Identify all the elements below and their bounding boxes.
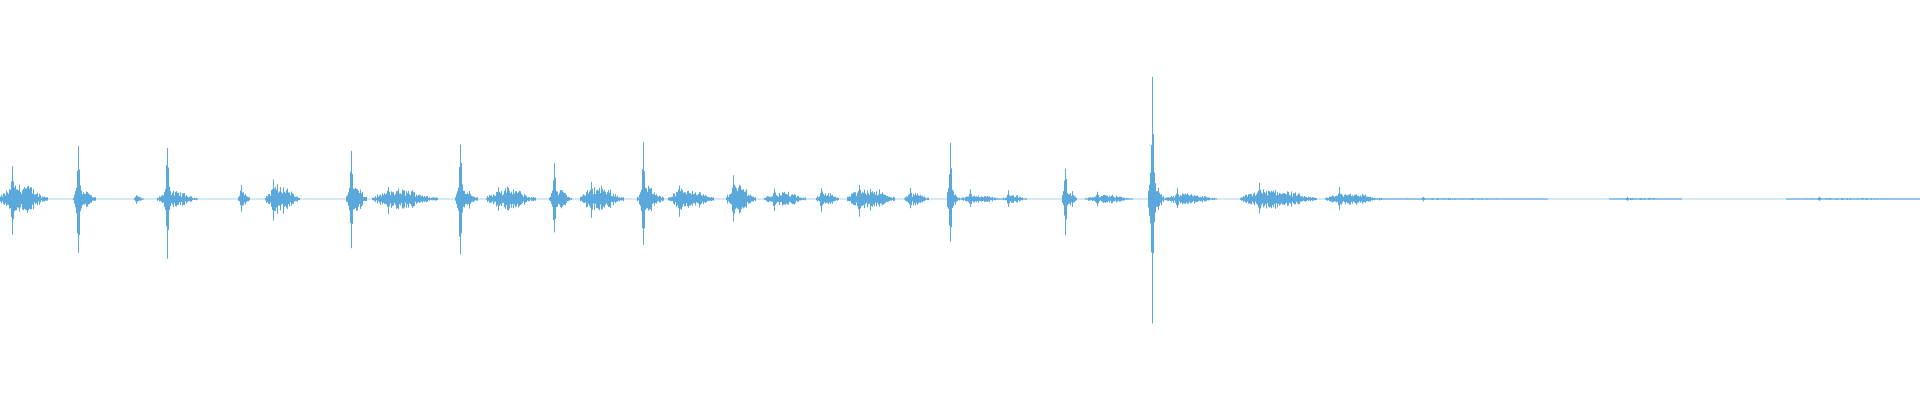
waveform-segment	[1240, 182, 1317, 214]
waveform-segment	[73, 145, 96, 253]
waveform-segment	[1002, 190, 1027, 207]
waveform-segment	[549, 163, 572, 233]
waveform-segment	[637, 141, 664, 245]
waveform-segment	[726, 175, 756, 222]
waveform-segment	[1062, 168, 1077, 236]
waveform-segment	[1786, 196, 1920, 201]
waveform-segment	[157, 148, 198, 259]
waveform-segment	[486, 186, 536, 211]
waveform-segment	[1325, 187, 1382, 211]
waveform-segment	[904, 188, 929, 209]
waveform-segment	[1164, 187, 1217, 209]
waveform-segment	[580, 181, 624, 218]
waveform-segment	[265, 179, 300, 221]
waveform-segment	[238, 185, 250, 212]
waveform-segment	[0, 166, 48, 235]
waveform-segment	[947, 142, 960, 242]
waveform-samples	[0, 76, 1920, 324]
waveform-segment	[1148, 76, 1164, 324]
waveform-segment	[764, 188, 806, 211]
waveform-segment	[668, 185, 714, 217]
waveform-segment	[816, 188, 839, 212]
waveform-segment	[346, 150, 367, 249]
waveform-segment	[960, 189, 1002, 207]
waveform-segment	[847, 184, 895, 217]
waveform-segment	[1085, 191, 1133, 207]
waveform-segment	[455, 144, 478, 255]
waveform-segment	[134, 195, 144, 204]
waveform-segment	[1382, 197, 1548, 202]
waveform-segment	[1609, 197, 1682, 201]
waveform-segment	[372, 187, 438, 215]
